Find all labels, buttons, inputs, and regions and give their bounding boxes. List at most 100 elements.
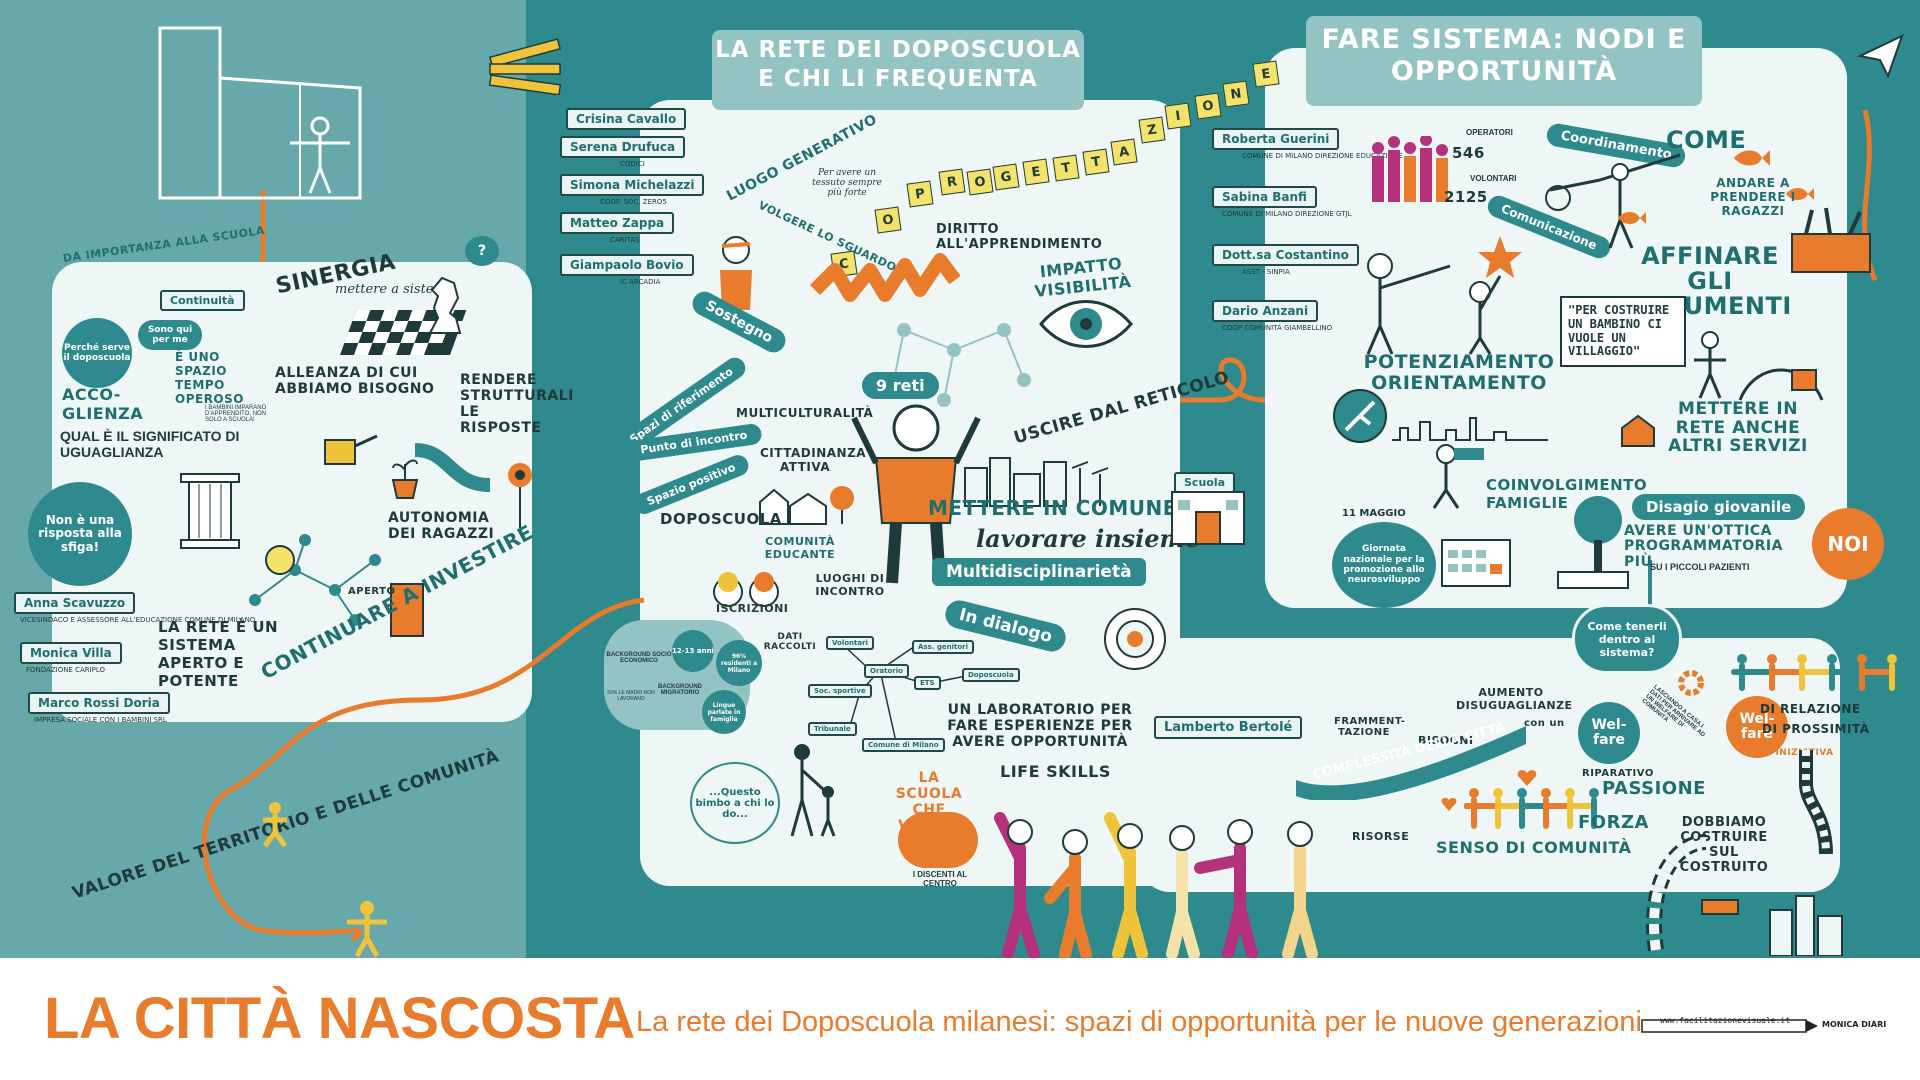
net-node-doposcuola: Doposcuola [962,668,1020,682]
person-looking-icon [720,236,752,310]
speaker-name: Simona Michelazzi [560,174,705,196]
stat-madri: 50% le madri non lavorano [607,690,655,702]
perche-serve-bubble: Perché serve il doposcuola [62,318,132,388]
speaker-name: Marco Rossi Doria [28,692,170,714]
speaker-dario-anzani: Dario Anzani Coop comunità Giambellino [1212,300,1332,332]
net-node-ets: ETS [914,676,941,690]
ottica-text: Avere un'ottica programmatoria più [1624,523,1783,570]
nove-reti-ribbon: 9 reti [862,372,939,399]
comunita-text: Comunità educante [764,535,836,561]
bambini-imparano-text: I bambini imparano d'apprendito, non sol… [205,405,267,423]
growth-arrow-icon [414,443,491,492]
letter-tile: O [1194,92,1222,120]
people-group-icon [994,812,1318,958]
bisogni-text: Bisogni [1418,734,1474,747]
bridge-icon [1738,368,1824,401]
speaker-crisina-cavallo: Crisina Cavallo [566,108,687,130]
question-bubble-icon: ? [465,236,499,266]
letter-tile: O [966,168,994,196]
footer-bar [0,958,1920,1080]
mettere-comune-text: Mettere in comune [928,496,1177,520]
speaker-role: ASST - SINPIA [1242,268,1290,276]
dati-text: Dati raccolti [763,632,817,652]
speaker-name: Giampaolo Bovio [560,254,694,276]
stat-anni: 12-13 anni [672,630,714,672]
speaker-serena-drufuca: Serena Drufuca Codici [560,136,686,168]
speaker-name: Matteo Zappa [560,212,675,234]
welfare-iniziativa-circle: Wel-fare [1726,696,1788,758]
andare-text: andare a prendere i ragazzi [1710,176,1796,218]
speaker-role: Codici [620,160,645,168]
letter-tile: A [1110,138,1138,166]
fishing-figure-icon [1545,153,1681,249]
spazio-tempo-text: È uno spazio tempo operoso [175,350,244,406]
life-skills-text: Life skills [1000,762,1111,781]
aperto-text: Aperto [348,586,396,597]
paper-plane-icon [1856,34,1904,79]
speaker-monica-villa: Monica Villa Fondazione Cariplo [20,642,122,674]
significato-text: Qual è il significato di uguaglianza [60,428,240,460]
fish-icon [1786,188,1814,200]
stat-lingue: Lingue parlate in famiglia [702,690,746,734]
letter-tile: I [1164,102,1192,130]
doposcuola-text: Doposcuola [660,510,782,528]
net-node-tribunale: Tribunale [808,722,857,736]
noi-badge: NOI [1812,508,1884,580]
heart-icon [1517,770,1537,786]
footer-site: www.facilitazionevisuale.it [1660,1016,1791,1025]
risorse-text: Risorse [1352,830,1410,843]
footer-credit: Monica Diari [1822,1020,1887,1029]
learner-icon [898,812,978,868]
letter-tile: N [1222,80,1250,108]
fish-icon [1618,212,1646,224]
letter-tile: R [938,168,966,196]
speaker-name: Monica Villa [20,642,122,664]
speaker-sabina-banfi: Sabina Banfi Comune di Milano Direzione … [1212,186,1351,218]
riparativo-text: Riparativo [1582,768,1654,779]
tree-figure-icon [1557,496,1629,589]
speaker-role: Coop. Soc. Zero5 [600,198,667,206]
speaker-role: Caritas [610,236,640,244]
relazione-text: Di relazione [1760,702,1861,716]
operatori-value: 546 [1452,144,1485,162]
speaker-role: Vicesindaco e assessore all'educazione C… [20,616,256,624]
luoghi-text: Luoghi di incontro [815,572,885,598]
pen-icon [1641,1019,1818,1033]
binoculars-figure-icon [1432,444,1484,509]
continuita-tag: Continuità [160,290,245,311]
column-icon [180,473,240,549]
accoglienza-text: Acco-glienza [62,385,144,423]
speaker-name: Crisina Cavallo [566,108,687,130]
multidisc-ribbon: Multidisciplinarietà [932,558,1146,586]
city-buildings-icon [964,457,1109,507]
stat-bg-socio: Background socio economico [606,652,672,664]
open-door-icon [390,583,424,637]
building-skyline-icon [1769,895,1843,956]
net-node-comune: Comune di Milano [862,738,945,752]
speaker-marco-rossi-doria: Marco Rossi Doria Impresa sociale con i … [28,692,170,724]
houses-icon [759,486,854,525]
speaker-matteo-zappa: Matteo Zappa Caritas [560,212,675,244]
mettere-sistema-text: mettere a sistema [335,282,454,297]
watering-can-icon [324,434,378,465]
stat-bg-migr: Background migratorio [658,684,702,696]
frammentazione-text: Framment-tazione [1334,716,1406,738]
complessita-ribbon-shape [1296,726,1526,800]
net-node-genitori: Ass. genitori [912,640,974,654]
target-icon [1104,608,1166,670]
villaggio-quote: "Per costruire un bambino ci vuole un vi… [1560,296,1686,368]
multicult-text: Multiculturalità [736,406,874,420]
central-figure-icon [851,404,981,584]
speaker-anna-scavuzzo: Anna Scavuzzo Vicesindaco e assessore al… [14,592,255,624]
letter-tile: Z [1138,116,1166,144]
speaker-name: Dario Anzani [1212,300,1319,322]
letter-tile: G [992,163,1020,191]
laboratorio-text: Un laboratorio per fare esperienze per a… [947,702,1133,750]
walking-figure-icon [1694,331,1726,399]
disagio-ribbon: Disagio giovanile [1632,494,1806,520]
tessuto-text: Per avere un tessuto sempre più forte [812,168,882,198]
fish-icon [1734,150,1770,166]
letter-tile: T [1082,148,1110,176]
eye-icon [1039,300,1133,348]
chess-knight-icon [428,276,462,334]
